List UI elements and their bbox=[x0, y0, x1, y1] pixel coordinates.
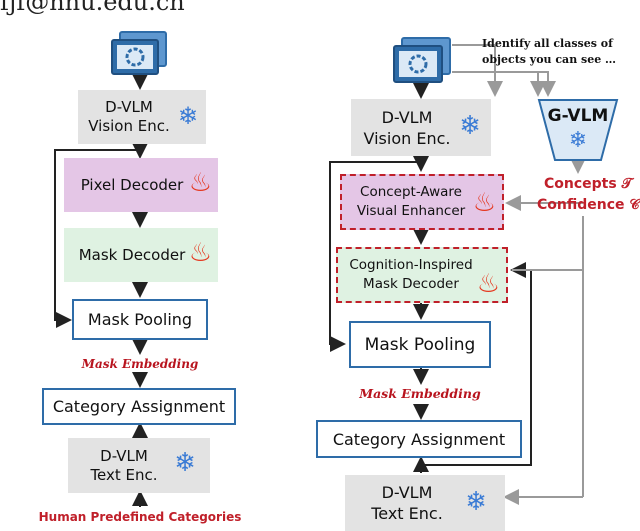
right-mask-pooling-label: Mask Pooling bbox=[364, 334, 476, 355]
right-concept-enhancer: Concept-Aware Visual Enhancer ♨ bbox=[340, 174, 504, 230]
snowflake-icon: ❄ bbox=[568, 128, 588, 153]
right-vision-encoder: D-VLM Vision Enc. ❄ bbox=[351, 99, 491, 156]
left-predefined-categories: Human Predefined Categories bbox=[38, 510, 242, 524]
right-concept-enhancer-label: Concept-Aware Visual Enhancer bbox=[356, 184, 466, 219]
right-cognition-decoder-label: Cognition-Inspired Mask Decoder bbox=[349, 257, 473, 292]
left-mask-pooling: Mask Pooling bbox=[72, 299, 208, 340]
confidence-label: Confidence 𝒞 bbox=[537, 197, 640, 213]
image-icon bbox=[393, 37, 451, 83]
left-mask-decoder: Mask Decoder ♨ bbox=[64, 228, 218, 282]
image-icon bbox=[111, 31, 167, 75]
fire-icon: ♨ bbox=[188, 168, 212, 198]
left-text-encoder-label: D-VLM Text Enc. bbox=[90, 446, 158, 484]
fire-icon: ♨ bbox=[476, 269, 500, 299]
right-mask-pooling: Mask Pooling bbox=[349, 321, 491, 368]
right-text-encoder: D-VLM Text Enc. ❄ bbox=[345, 475, 505, 531]
left-text-encoder: D-VLM Text Enc. ❄ bbox=[68, 438, 210, 493]
snowflake-icon: ❄ bbox=[177, 102, 198, 130]
right-category-assignment-label: Category Assignment bbox=[332, 429, 506, 449]
snowflake-icon: ❄ bbox=[465, 487, 487, 517]
left-pixel-decoder: Pixel Decoder ♨ bbox=[64, 158, 218, 212]
left-category-assignment-label: Category Assignment bbox=[52, 397, 226, 416]
left-category-assignment: Category Assignment bbox=[42, 388, 236, 425]
right-category-assignment: Category Assignment bbox=[316, 420, 522, 458]
fire-icon: ♨ bbox=[472, 188, 496, 218]
left-vision-encoder: D-VLM Vision Enc. ❄ bbox=[78, 90, 206, 144]
right-vision-encoder-label: D-VLM Vision Enc. bbox=[363, 107, 451, 148]
left-pixel-decoder-label: Pixel Decoder bbox=[80, 176, 184, 194]
left-vision-encoder-label: D-VLM Vision Enc. bbox=[88, 98, 170, 135]
fire-icon: ♨ bbox=[188, 238, 212, 268]
right-text-encoder-label: D-VLM Text Enc. bbox=[371, 483, 443, 523]
left-mask-decoder-label: Mask Decoder bbox=[78, 246, 186, 264]
prompt-text: Identify all classes of objects you can … bbox=[482, 37, 617, 66]
right-cognition-decoder: Cognition-Inspired Mask Decoder ♨ bbox=[336, 247, 508, 303]
concepts-label: Concepts 𝒯 bbox=[544, 176, 633, 192]
left-mask-pooling-label: Mask Pooling bbox=[87, 310, 193, 329]
right-mask-embedding: Mask Embedding bbox=[359, 386, 481, 401]
gvlm-block bbox=[537, 99, 619, 161]
snowflake-icon: ❄ bbox=[459, 111, 481, 141]
gvlm-label: G-VLM bbox=[547, 106, 609, 126]
snowflake-icon: ❄ bbox=[174, 448, 196, 478]
left-mask-embedding: Mask Embedding bbox=[81, 357, 199, 371]
header-fragment: fjf@nnu.edu.cn bbox=[0, 0, 185, 16]
